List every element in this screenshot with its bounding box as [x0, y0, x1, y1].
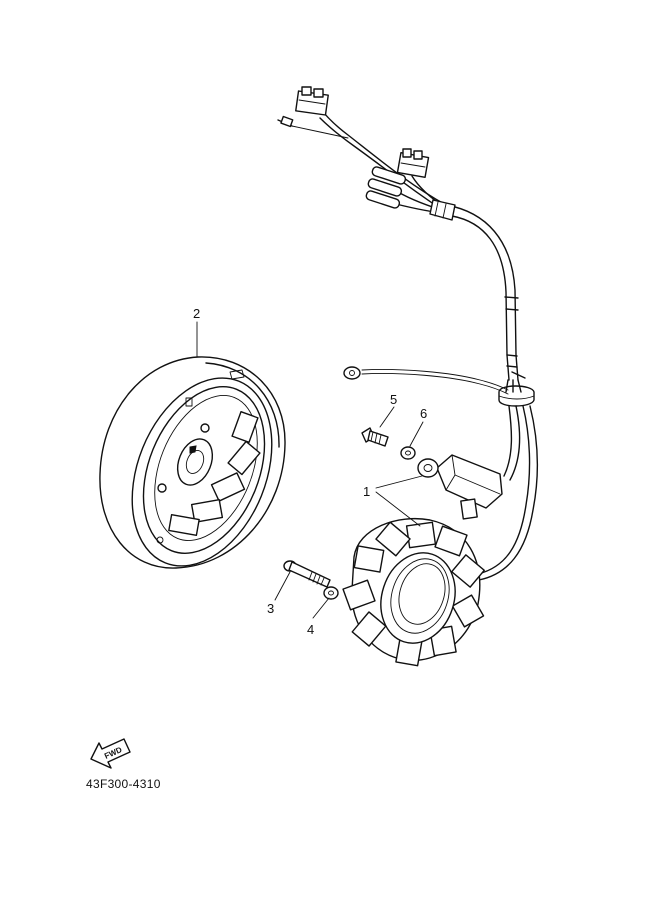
connector-a — [295, 86, 329, 116]
ground-lead — [343, 366, 509, 395]
leader-lines — [196, 321, 424, 619]
callout-2: 2 — [193, 306, 200, 321]
grommet — [498, 371, 535, 407]
washer-4 — [323, 586, 339, 600]
wire-harness — [277, 86, 519, 381]
part-number: 43F300-4310 — [86, 777, 161, 791]
bolt-3 — [283, 560, 331, 588]
bullet-connectors — [365, 166, 407, 209]
callout-5: 5 — [390, 392, 397, 407]
callout-4: 4 — [307, 622, 314, 637]
callout-3: 3 — [267, 601, 274, 616]
fwd-arrow-icon: FWD — [90, 738, 131, 769]
pickup-coil — [417, 454, 503, 520]
screw-5 — [361, 427, 389, 447]
flywheel-rotor — [99, 356, 286, 569]
connector-b — [396, 148, 430, 178]
stator — [342, 517, 485, 667]
callout-6: 6 — [420, 406, 427, 421]
washer-6 — [400, 446, 416, 460]
callout-1: 1 — [363, 484, 370, 499]
